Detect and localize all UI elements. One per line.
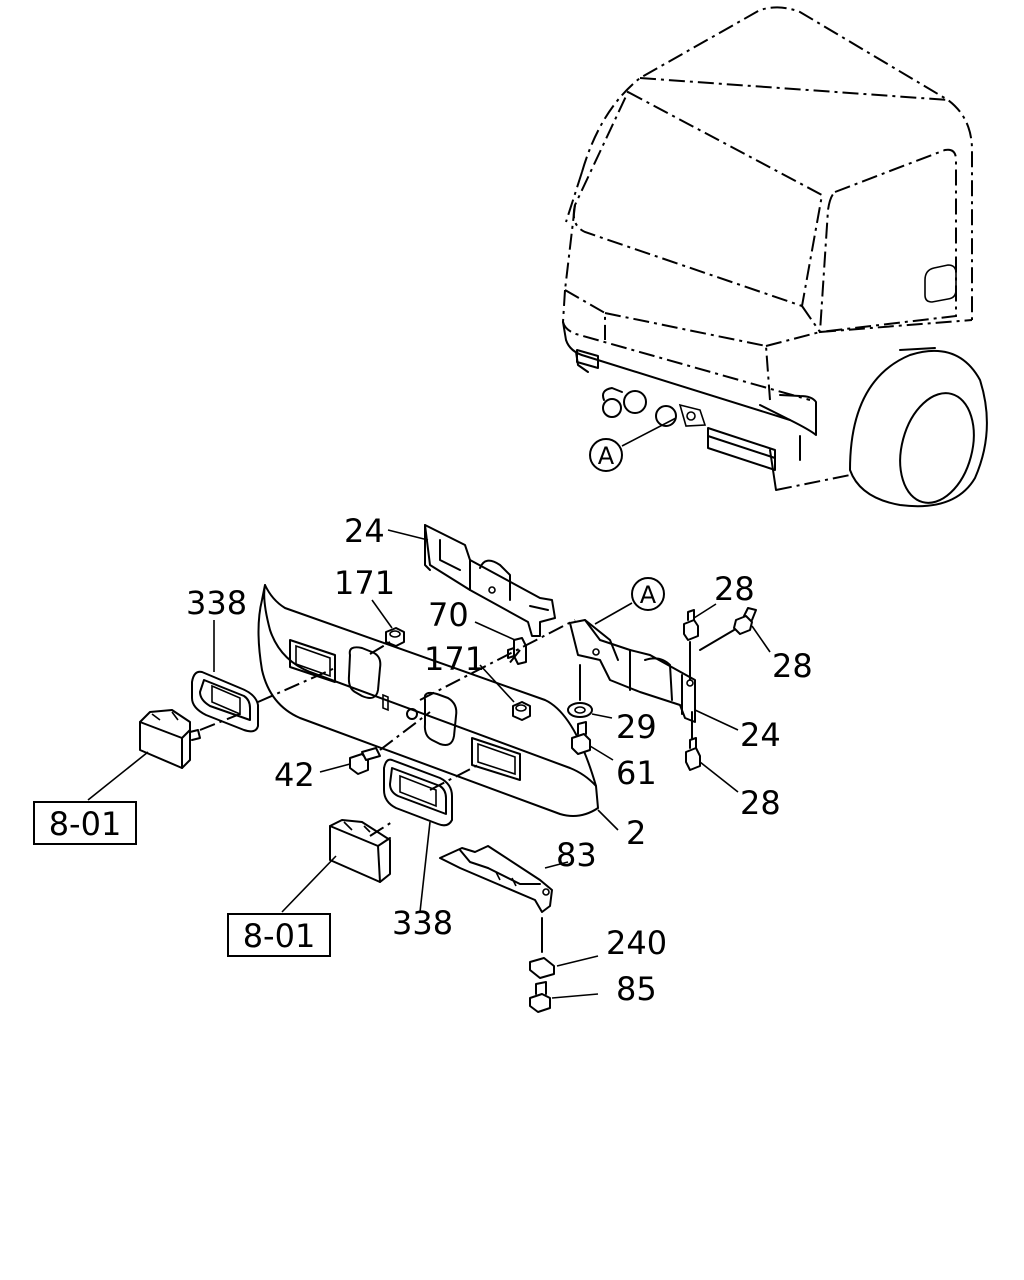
lamp-grommet-left bbox=[191, 670, 259, 733]
label-view-ref-cab: A bbox=[598, 442, 615, 470]
side-lamp-lower bbox=[329, 819, 391, 883]
view-ref-circle-top bbox=[631, 577, 665, 611]
label-bolt-bottom: 28 bbox=[740, 784, 781, 822]
bumper-bracket-lower bbox=[569, 619, 696, 723]
bolt-top-1 bbox=[683, 609, 699, 641]
label-bolt-top-2: 28 bbox=[772, 647, 813, 685]
reference-box-lamp-lower: 8-01 bbox=[227, 913, 331, 957]
ref-lamp-lower: 8-01 bbox=[243, 917, 316, 955]
side-lamp-left bbox=[139, 709, 201, 769]
label-nut-left: 171 bbox=[334, 564, 395, 602]
under-cover bbox=[439, 845, 553, 913]
screw bbox=[529, 981, 551, 1013]
bolt-top-2 bbox=[733, 607, 757, 635]
label-clip: 70 bbox=[428, 596, 469, 634]
label-nut-mid: 171 bbox=[424, 640, 485, 678]
clip-nut bbox=[529, 957, 555, 979]
truck-cab-illustration: A bbox=[561, 6, 988, 508]
stud bbox=[571, 721, 591, 755]
washer bbox=[567, 702, 593, 718]
label-bolt-top-1: 28 bbox=[714, 570, 755, 608]
reference-box-lamp-upper: 8-01 bbox=[33, 801, 137, 845]
nut-mid bbox=[512, 701, 531, 721]
label-screw: 85 bbox=[616, 970, 657, 1008]
label-washer: 29 bbox=[616, 708, 657, 746]
label-bolt-front: 42 bbox=[274, 756, 315, 794]
label-bracket-lower: 24 bbox=[740, 716, 781, 754]
label-bracket-upper: 24 bbox=[344, 512, 385, 550]
label-grommet-left: 338 bbox=[186, 584, 247, 622]
label-stud: 61 bbox=[616, 754, 657, 792]
label-bumper: 2 bbox=[626, 814, 646, 852]
label-view-ref-top: A bbox=[640, 581, 657, 609]
label-clip-nut: 240 bbox=[606, 924, 667, 962]
leader-lines bbox=[87, 529, 771, 999]
ref-lamp-upper: 8-01 bbox=[49, 805, 122, 843]
bumper-bracket-upper bbox=[424, 524, 556, 637]
bolt-bottom bbox=[685, 737, 701, 771]
nut-left bbox=[385, 627, 405, 647]
lamp-grommet-lower bbox=[383, 758, 453, 827]
label-grommet-lower: 338 bbox=[392, 904, 453, 942]
bolt-front bbox=[349, 747, 381, 775]
assembly-center-lines bbox=[199, 619, 735, 953]
label-under-cover: 83 bbox=[556, 836, 597, 874]
